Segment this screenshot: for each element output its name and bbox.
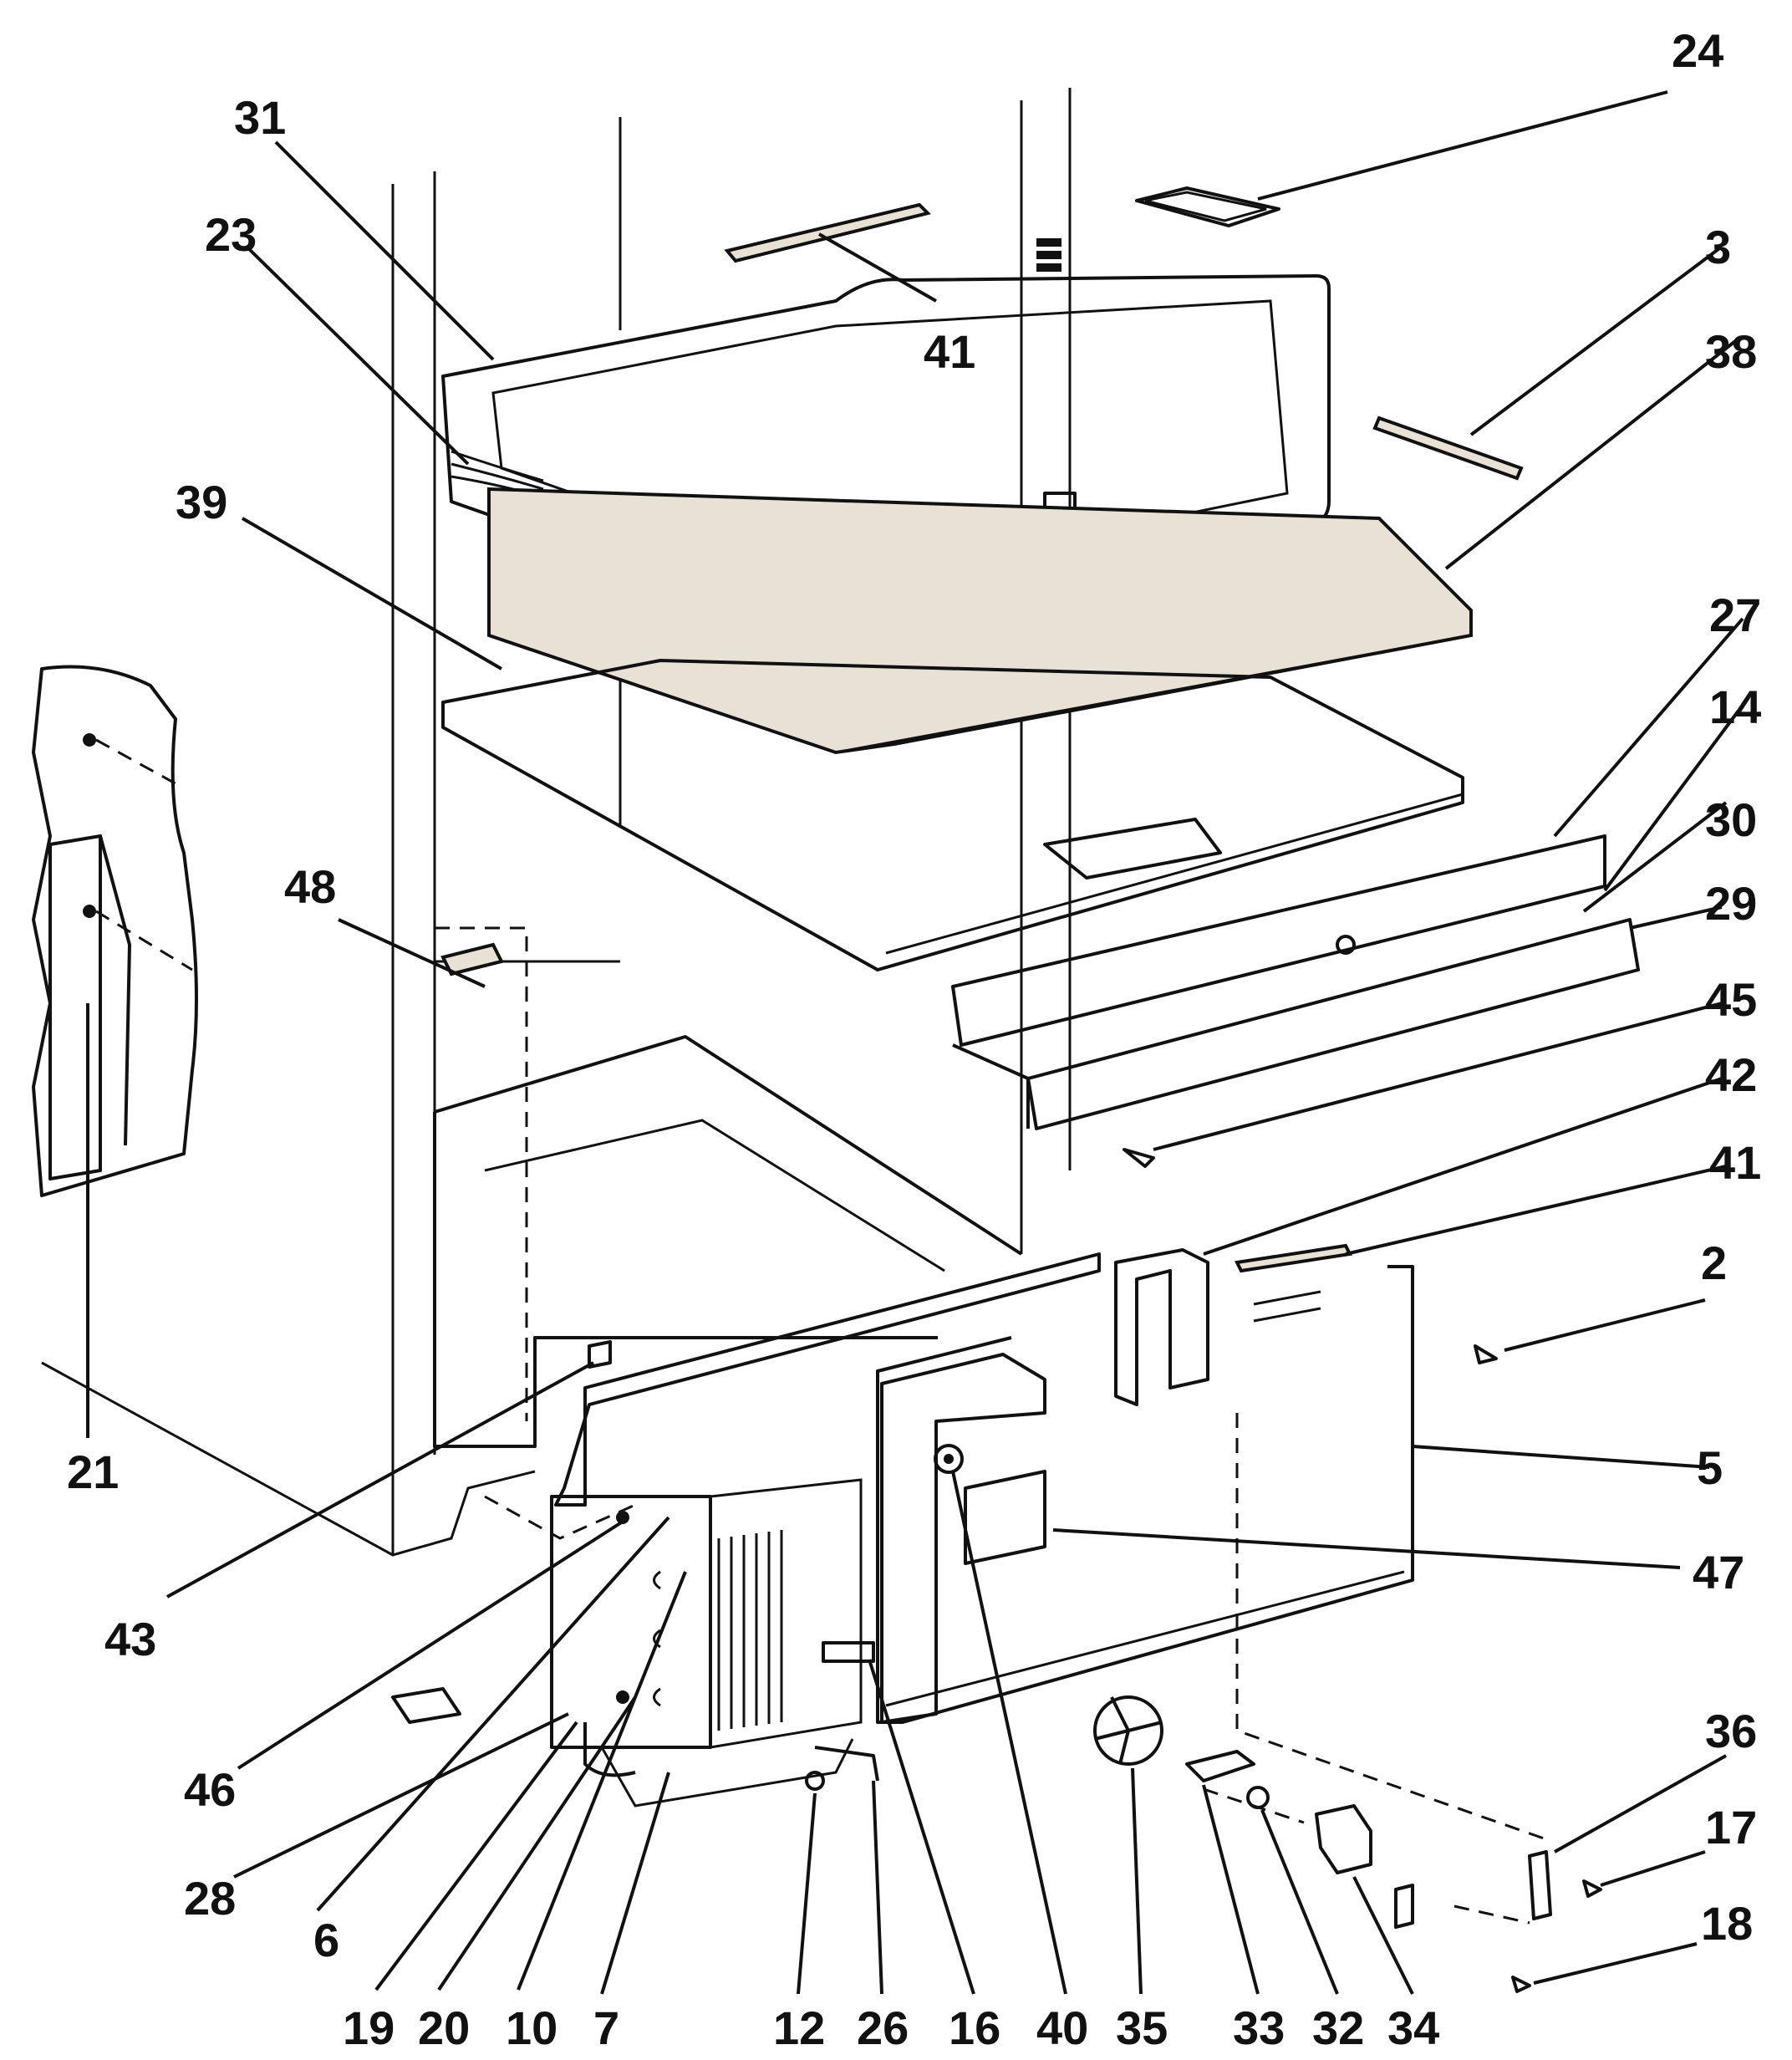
callout-19: 19 — [343, 2001, 395, 2054]
callout-36: 36 — [1705, 1705, 1757, 1757]
callout-20: 20 — [418, 2001, 470, 2054]
callout-7: 7 — [593, 2001, 619, 2054]
screws — [1474, 1344, 1602, 1993]
callout-26: 26 — [857, 2001, 909, 2054]
callout-17: 17 — [1705, 1801, 1757, 1853]
callout-43: 43 — [104, 1613, 156, 1665]
duct-assembly — [1114, 1243, 1353, 1406]
callout-41-top: 41 — [924, 325, 975, 378]
callout-40: 40 — [1036, 2001, 1088, 2054]
screw-45 — [1123, 1148, 1155, 1168]
leader-lines — [86, 90, 1744, 1995]
drain-trough — [391, 1687, 461, 1724]
callout-42: 42 — [1705, 1048, 1757, 1101]
callout-16: 16 — [949, 2001, 1000, 2054]
rear-access-panel — [876, 1265, 1414, 1724]
callout-30: 30 — [1705, 793, 1757, 846]
callout-45: 45 — [1705, 973, 1757, 1026]
inset-cutaway — [32, 665, 198, 1197]
callout-27: 27 — [1709, 589, 1761, 641]
gasket-frame — [1135, 186, 1280, 227]
callout-34: 34 — [1387, 2001, 1439, 2054]
mullion-panels — [951, 834, 1640, 1130]
callout-48: 48 — [284, 860, 336, 913]
callout-46: 46 — [184, 1763, 236, 1816]
callout-14: 14 — [1709, 681, 1761, 733]
callout-32: 32 — [1312, 2001, 1364, 2054]
callout-29: 29 — [1705, 877, 1757, 930]
callout-6: 6 — [313, 1914, 339, 1966]
callout-5: 5 — [1697, 1441, 1723, 1494]
callout-31: 31 — [234, 91, 286, 144]
callout-2: 2 — [1701, 1237, 1727, 1289]
fan-blade — [1093, 1695, 1163, 1766]
cabinet-frame — [41, 88, 1547, 1841]
callout-21: 21 — [67, 1446, 119, 1498]
fan-motor-assembly — [1185, 1750, 1552, 1929]
callout-24: 24 — [1672, 24, 1723, 77]
callout-39: 39 — [176, 476, 227, 528]
fan-bracket-plate — [880, 1353, 1046, 1724]
callout-3: 3 — [1705, 221, 1731, 273]
callout-12: 12 — [773, 2001, 825, 2054]
small-hardware — [805, 1641, 879, 1791]
evaporator-coil — [550, 1478, 863, 1808]
divider-tray — [441, 659, 1464, 971]
callout-labels: 24 31 23 41 3 38 39 27 14 30 29 48 45 42… — [67, 24, 1761, 2054]
callout-33: 33 — [1233, 2001, 1285, 2054]
insulation-panel — [487, 487, 1473, 755]
callout-35: 35 — [1116, 2001, 1168, 2054]
seal-strips — [440, 202, 1524, 976]
callout-47: 47 — [1693, 1546, 1744, 1599]
callout-10: 10 — [506, 2001, 557, 2054]
callout-38: 38 — [1705, 325, 1757, 378]
callout-28: 28 — [184, 1872, 236, 1925]
callout-23: 23 — [205, 208, 257, 261]
evaporator-shroud — [554, 1252, 1101, 1507]
callout-18: 18 — [1701, 1897, 1753, 1950]
callout-41-lower: 41 — [1709, 1136, 1761, 1189]
